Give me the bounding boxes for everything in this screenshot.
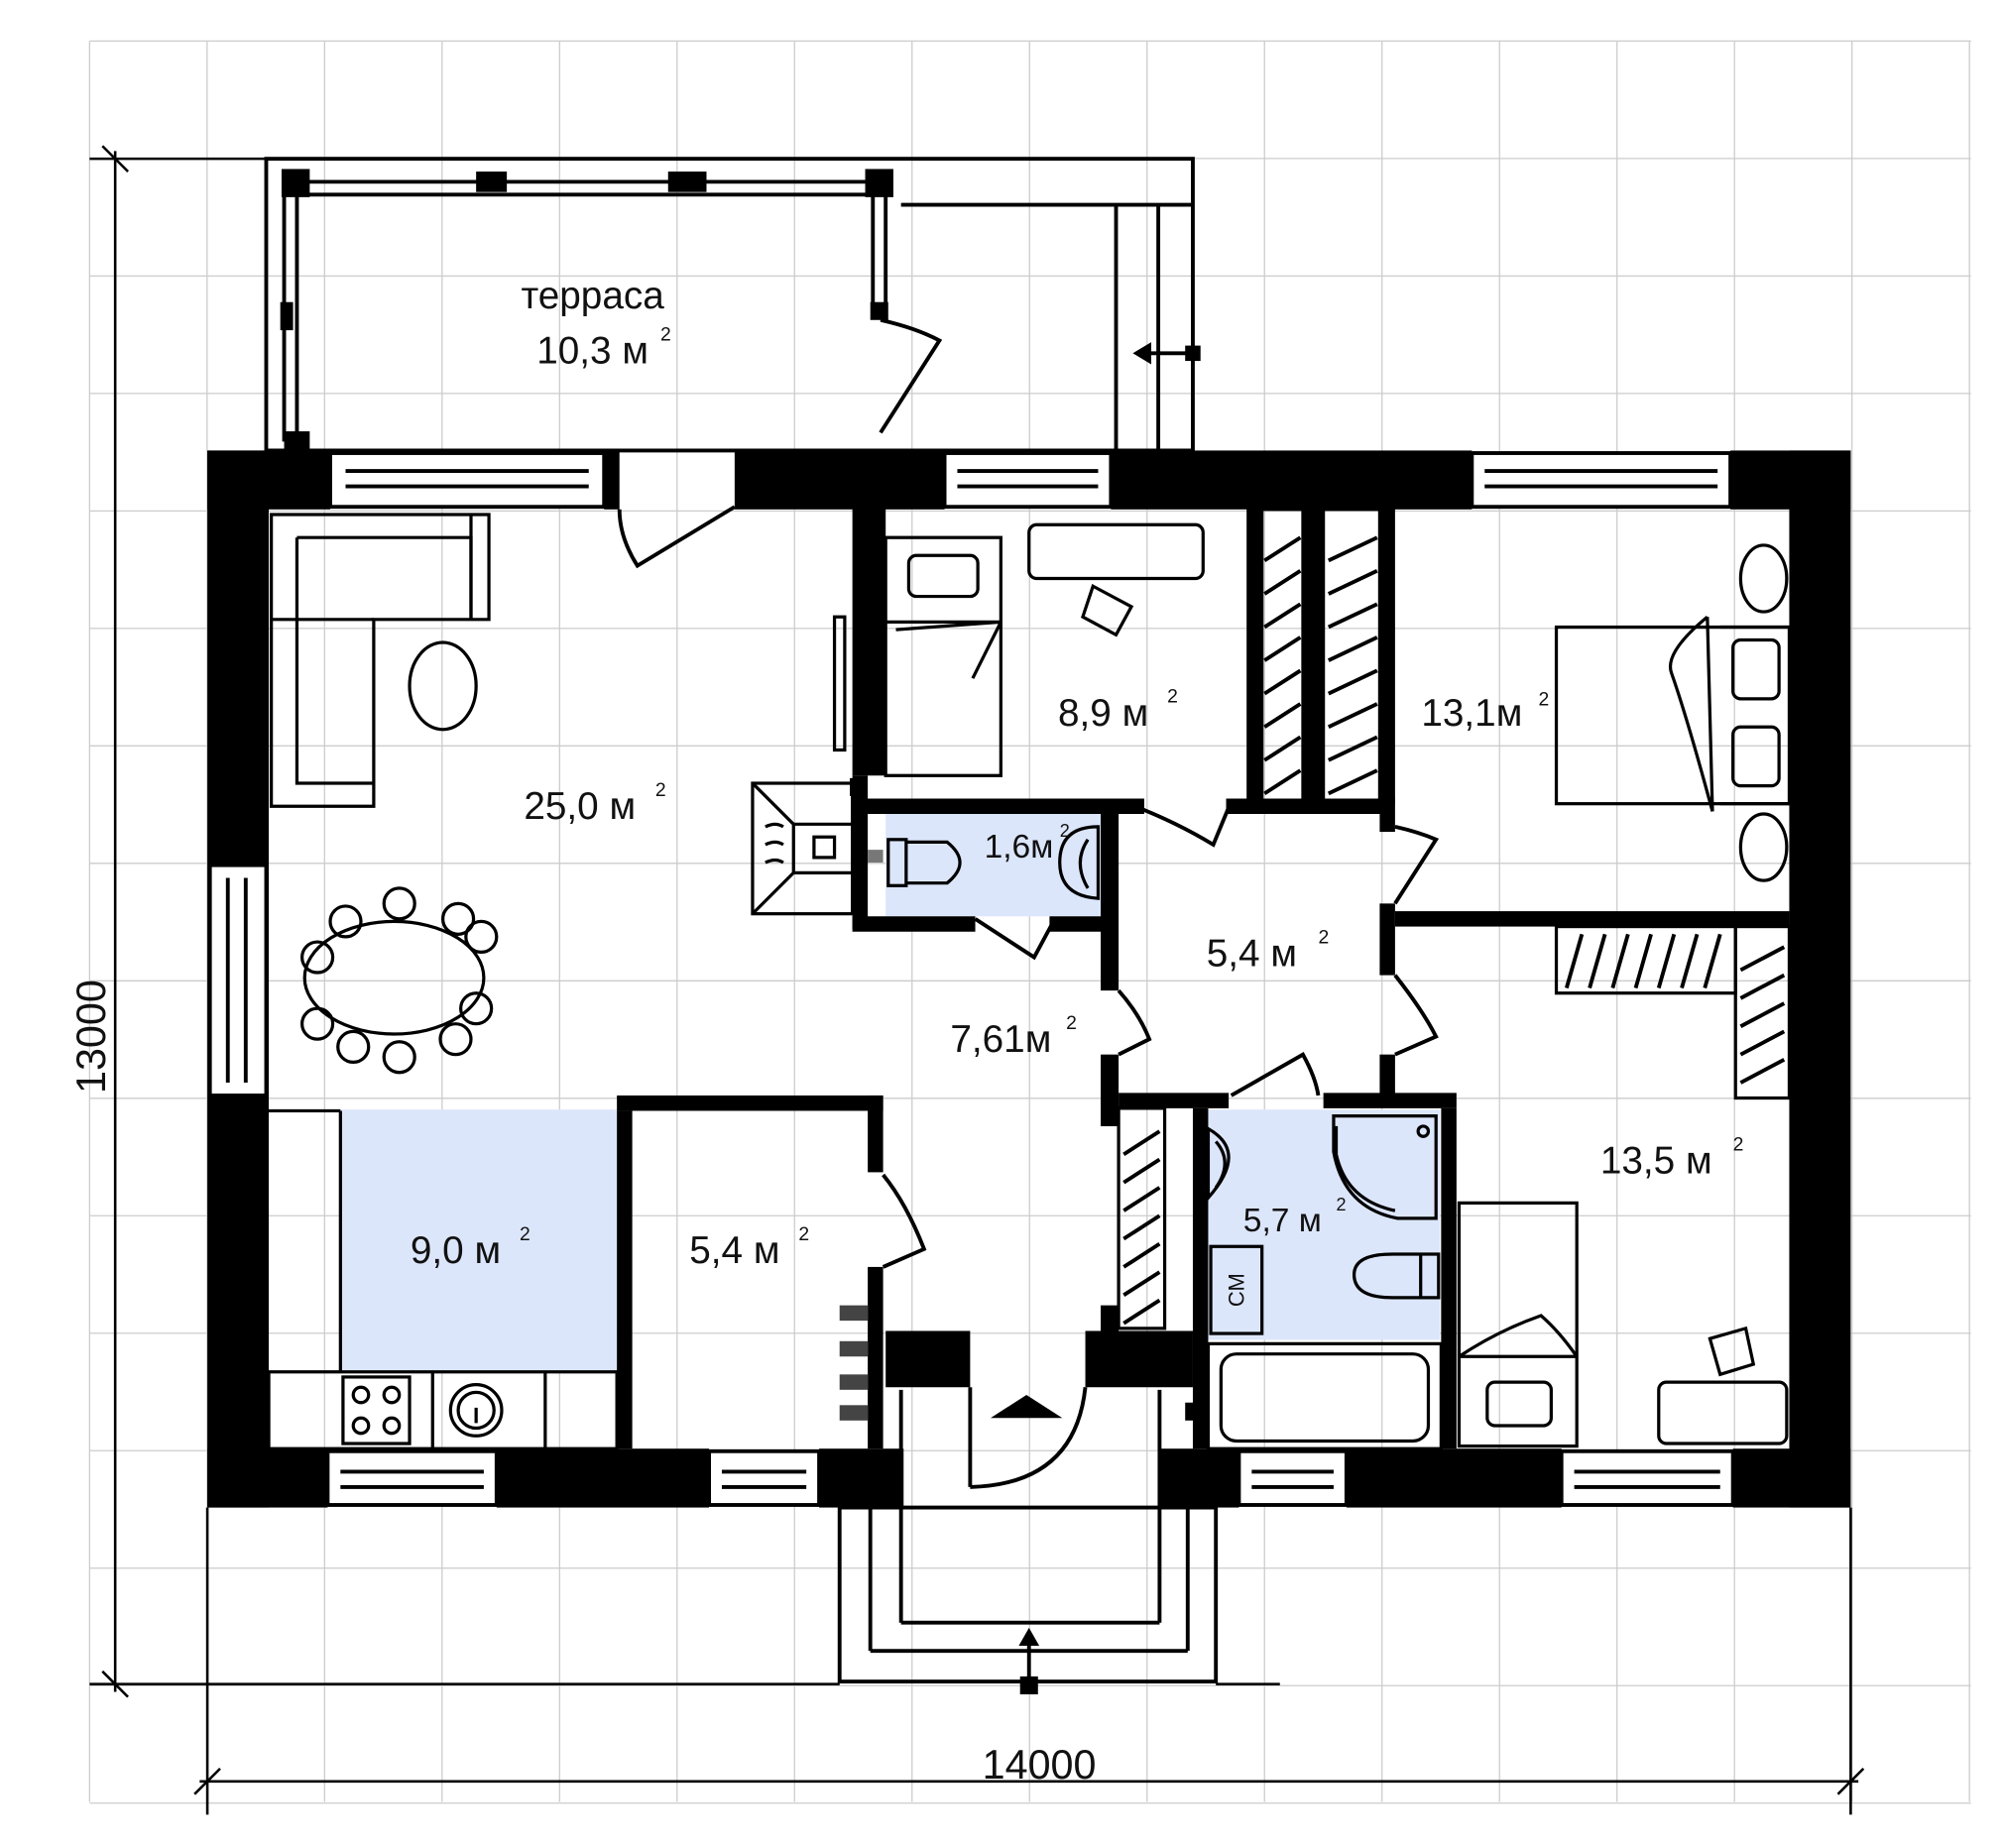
dining-chair-icon (336, 1029, 371, 1065)
wardrobes (1117, 508, 1792, 1330)
bed-icon (884, 535, 1002, 777)
sup: 2 (1538, 688, 1549, 710)
sup: 2 (1066, 1012, 1077, 1034)
dining-chair-icon (382, 886, 416, 921)
tv-stand-icon (832, 615, 847, 752)
sup: 2 (660, 323, 671, 345)
windows (207, 451, 1735, 1507)
fireplace-icon (751, 781, 855, 916)
toilet-icon (886, 838, 908, 887)
window-panes (225, 469, 1720, 1489)
double-bed-icon (1554, 625, 1792, 806)
hangers (1122, 535, 1786, 1326)
coffee-table-icon (408, 640, 478, 732)
dining-chair-icon (299, 1006, 335, 1041)
terrace (264, 157, 1195, 453)
doors (617, 505, 1440, 1269)
sup: 2 (1318, 926, 1329, 948)
nightstand-icon (1738, 812, 1789, 882)
vent-blocks (839, 850, 884, 1421)
washer-icon (1209, 1244, 1264, 1335)
bathtub-icon (1206, 1341, 1443, 1450)
porch-post (1019, 1675, 1038, 1695)
sup: 2 (1167, 686, 1178, 708)
kitchen-furniture (267, 1108, 619, 1450)
sup: 2 (1060, 821, 1070, 841)
bedroom-right-area: 13,5 м (1600, 1140, 1712, 1183)
dimension-lines (89, 145, 1865, 1815)
right-bedroom-furniture (1457, 1201, 1789, 1448)
terrace-posts (280, 169, 1201, 457)
kitchen-zone (340, 1109, 618, 1372)
dining-chair-icon (328, 904, 363, 939)
porch (837, 1387, 1219, 1684)
bedroom-small-area: 8,9 м (1058, 692, 1148, 735)
sup: 2 (1733, 1133, 1744, 1155)
sup: 2 (798, 1223, 809, 1245)
stove-icon (341, 1375, 412, 1445)
washer-label: СМ (1225, 1273, 1249, 1307)
desk-icon (1657, 1380, 1789, 1445)
bed-icon (1457, 1201, 1579, 1448)
shower-icon (1332, 1113, 1438, 1220)
living-area: 25,0 м (524, 785, 636, 828)
bedroom-main-area: 13,1м (1421, 692, 1522, 735)
terrace-name: терраса (521, 275, 664, 317)
sup: 2 (520, 1223, 530, 1245)
interior-walls (617, 507, 1790, 1449)
wc-fixtures (886, 825, 1101, 900)
living-furniture (270, 513, 847, 1075)
terrace-area: 10,3 м (536, 330, 648, 373)
dining-chair-icon (464, 919, 499, 955)
dining-table-icon (302, 919, 486, 1036)
bathroom-area: 5,7 м (1243, 1203, 1322, 1239)
small-bedroom-furniture (884, 522, 1205, 777)
kitchen-area: 9,0 м (411, 1229, 501, 1272)
sofa-icon (270, 513, 491, 808)
dining-chair-icon (299, 940, 335, 975)
dining-chair-icon (438, 1022, 473, 1057)
dimension-width: 14000 (983, 1742, 1097, 1788)
dining-chair-icon (459, 991, 494, 1026)
wc-zone (885, 813, 1102, 917)
bathroom-zone (1207, 1109, 1441, 1340)
bath-toilet-icon (1352, 1252, 1441, 1300)
dining-chair-icon (382, 1040, 416, 1075)
entrance-arrow (991, 1394, 1063, 1419)
corridor-area: 5,4 м (1207, 933, 1297, 976)
exterior-walls (207, 450, 1851, 1508)
storage-area: 5,4 м (689, 1229, 779, 1272)
sup: 2 (1337, 1195, 1347, 1214)
master-bedroom-furniture (1554, 543, 1792, 882)
bath-basin-icon (1206, 1125, 1231, 1203)
desk-icon (1027, 522, 1205, 581)
wc-basin-icon (1058, 825, 1101, 900)
chair-icon (1081, 583, 1134, 637)
bathroom-fixtures (1206, 1113, 1443, 1450)
wet-zones (340, 813, 1441, 1372)
porch-arrow (1018, 1627, 1040, 1646)
nightstand-icon (1738, 543, 1789, 614)
room-labels: терраса 10,3 м 2 25,0 м 2 9,0 м 2 5,4 м … (411, 275, 1744, 1272)
sink-icon (448, 1383, 504, 1438)
terrace-door (879, 317, 1188, 434)
sup: 2 (655, 779, 666, 801)
dining-chair-icon (440, 901, 476, 936)
chair-icon (1708, 1326, 1756, 1377)
dimension-height: 13000 (68, 980, 114, 1094)
wc-area: 1,6м (985, 829, 1054, 866)
hall-area: 7,61м (950, 1018, 1051, 1061)
